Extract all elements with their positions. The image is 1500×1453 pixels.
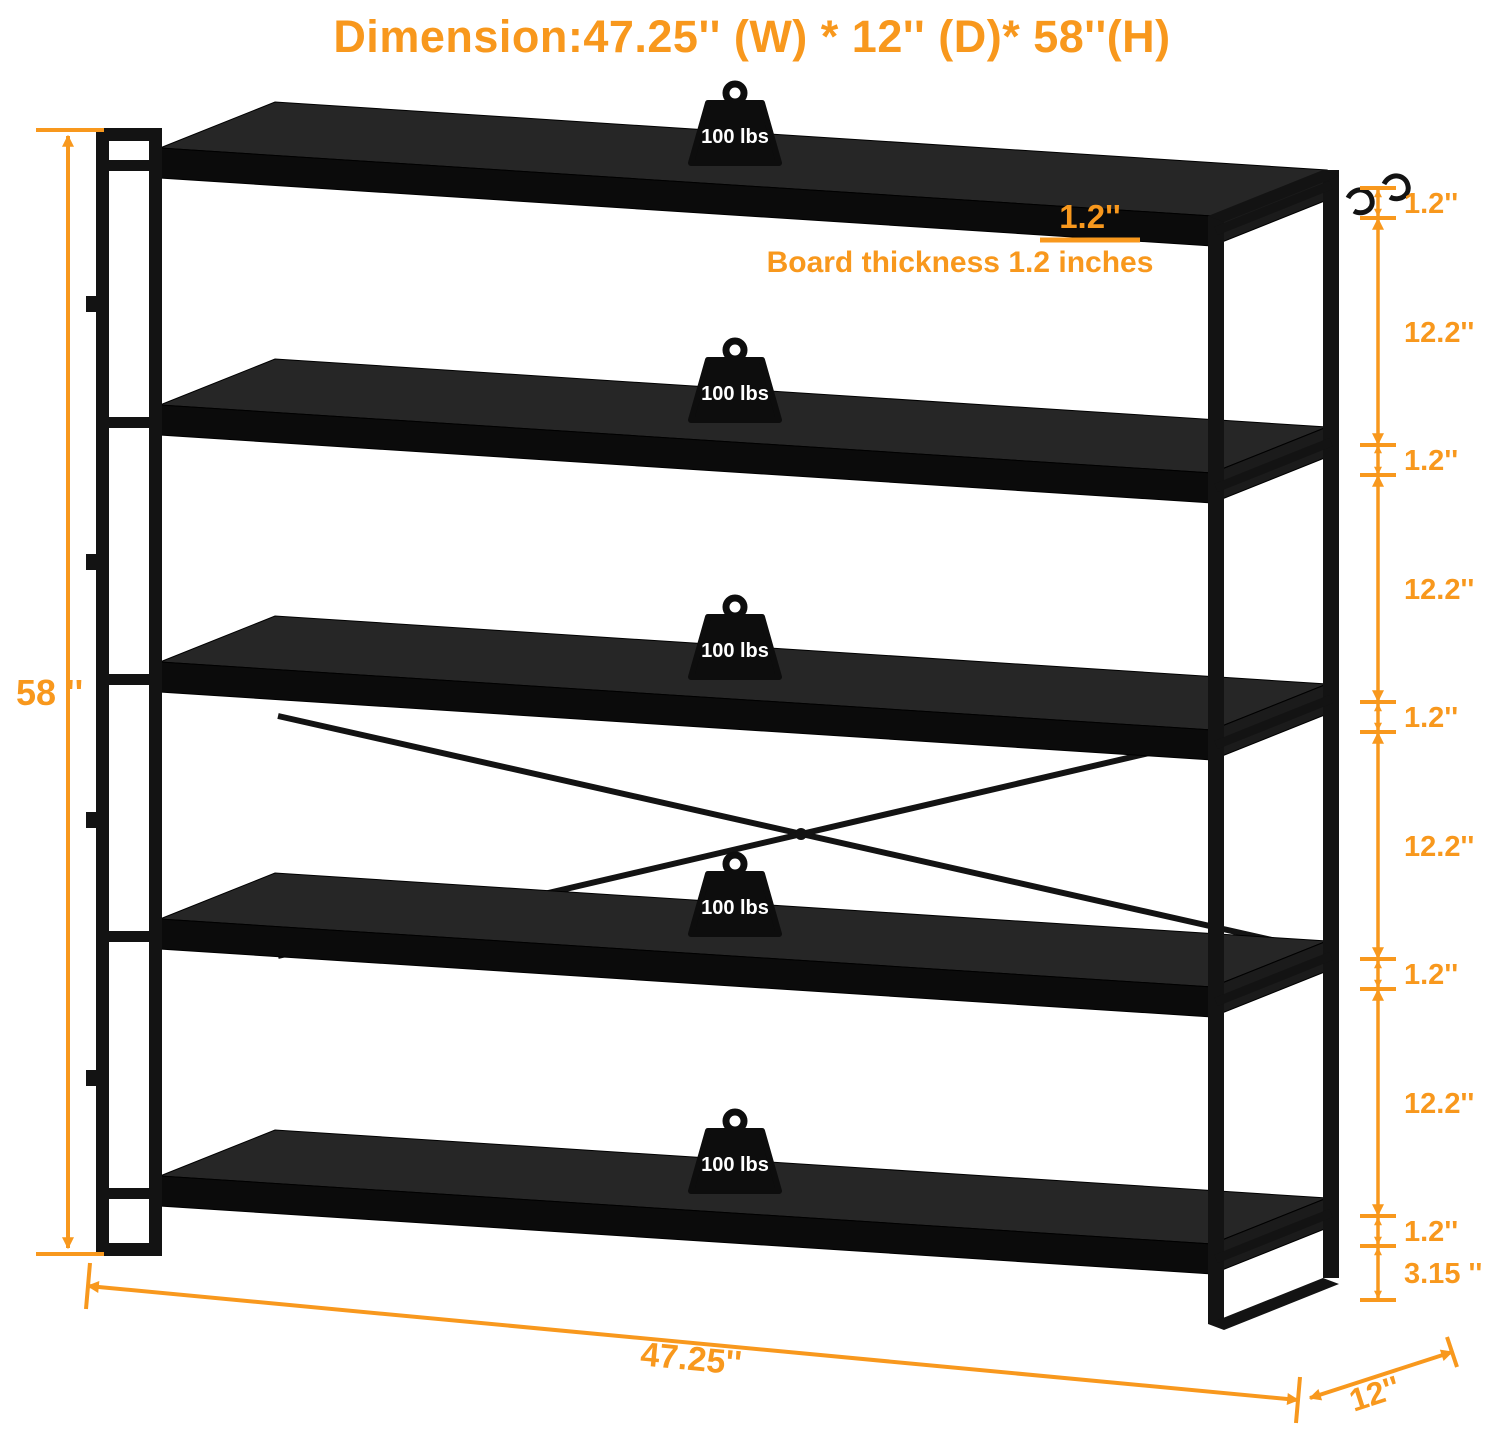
frame-rail [149,128,162,1256]
weight-capacity-label: 100 lbs [701,1154,769,1176]
shelf-fronts [159,147,1213,1275]
arrow-line [86,1281,1300,1405]
weight-body [688,614,782,680]
width-dimension [84,1262,1302,1424]
brace-joint [795,828,807,840]
frame-cap [96,1243,162,1256]
frame-rung [1214,1208,1333,1264]
height-label: 58 '' [16,672,83,713]
width-label: 47.25'' [639,1335,743,1382]
right-measurement: 1.2'' [1404,188,1458,220]
weight-labels: 100 lbs 100 lbs 100 lbs 100 lbs 100 lbs [701,126,769,1176]
weight-capacity-label: 100 lbs [701,383,769,405]
frame-cap [96,128,162,141]
depth-dimension [1308,1336,1459,1401]
weight-capacity-label: 100 lbs [701,897,769,919]
frame-rail [1323,170,1339,1278]
weight-capacity-label: 100 lbs [701,126,769,148]
frame-rung [1214,951,1333,1007]
arrow-line [1308,1349,1454,1401]
height-dimension [36,128,104,1256]
right-measurement: 1.2'' [1404,959,1458,991]
board-thickness-note: Board thickness 1.2 inches [767,246,1154,279]
weight-body [688,357,782,423]
diagram-title: Dimension:47.25'' (W) * 12'' (D)* 58''(H… [333,11,1170,62]
weight-capacity-label: 100 lbs [701,640,769,662]
annotation-texts: Dimension:47.25'' (W) * 12'' (D)* 58''(H… [16,11,1482,1419]
right-measurement: 1.2'' [1404,1216,1458,1248]
right-measurement: 12.2'' [1404,574,1474,606]
frame-rung [1214,694,1333,750]
hooks [1345,173,1411,216]
right-measurement: 1.2'' [1404,702,1458,734]
mount-tab [86,1070,96,1086]
frame-rung [109,1188,149,1199]
frame-rung [109,931,149,942]
frame-rail [96,128,109,1256]
frame-rail [1208,216,1224,1324]
mount-tab [86,554,96,570]
right-measurement: 12.2'' [1404,1088,1474,1120]
weight-bodies [688,100,782,1194]
hook-icon [1345,187,1375,216]
frame-cap [1208,170,1339,222]
right-measurement: 1.2'' [1404,445,1458,477]
board-thickness-value: 1.2'' [1059,198,1121,235]
weight-icons: 100 lbs 100 lbs 100 lbs 100 lbs 100 lbs [688,80,782,1194]
hook-icon [1381,173,1411,202]
dimension-annotations: Dimension:47.25'' (W) * 12'' (D)* 58''(H… [16,11,1482,1424]
right-measurement: 12.2'' [1404,317,1474,349]
frame-rung [109,674,149,685]
right-measurement: 3.15 '' [1404,1258,1482,1290]
frame-rung [1214,437,1333,493]
left-frame [86,128,162,1256]
right-frame [1208,170,1411,1330]
frame-rungs [1214,180,1333,1264]
weight-body [688,100,782,166]
frame-rung [109,417,149,428]
frame-rung [109,160,149,171]
mount-tab [86,812,96,828]
weight-body [688,1128,782,1194]
weight-body [688,871,782,937]
right-measurement: 12.2'' [1404,831,1474,863]
frame-rung [1214,180,1333,236]
mount-tab [86,296,96,312]
